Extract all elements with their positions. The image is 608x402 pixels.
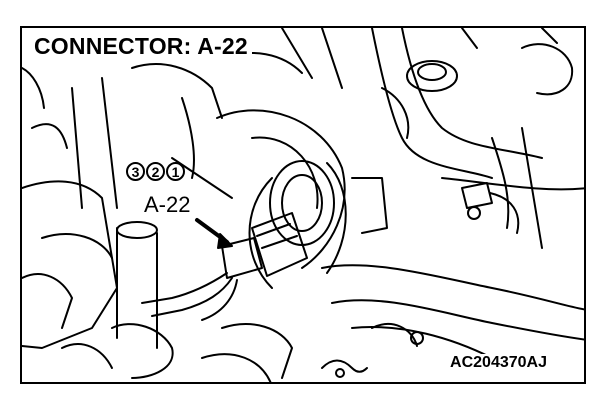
diagram-title: CONNECTOR: A-22 (34, 33, 252, 60)
connector-pin-layout: 3 2 1 (126, 162, 185, 184)
diagram-frame: CONNECTOR: A-22 3 2 1 A-22 AC204370AJ (20, 26, 586, 384)
pin-2: 2 (146, 162, 165, 181)
engine-bay-illustration (22, 28, 584, 382)
pin-3: 3 (126, 162, 145, 181)
connector-label: A-22 (140, 192, 195, 218)
figure-code: AC204370AJ (447, 354, 550, 372)
pin-1: 1 (166, 162, 185, 181)
